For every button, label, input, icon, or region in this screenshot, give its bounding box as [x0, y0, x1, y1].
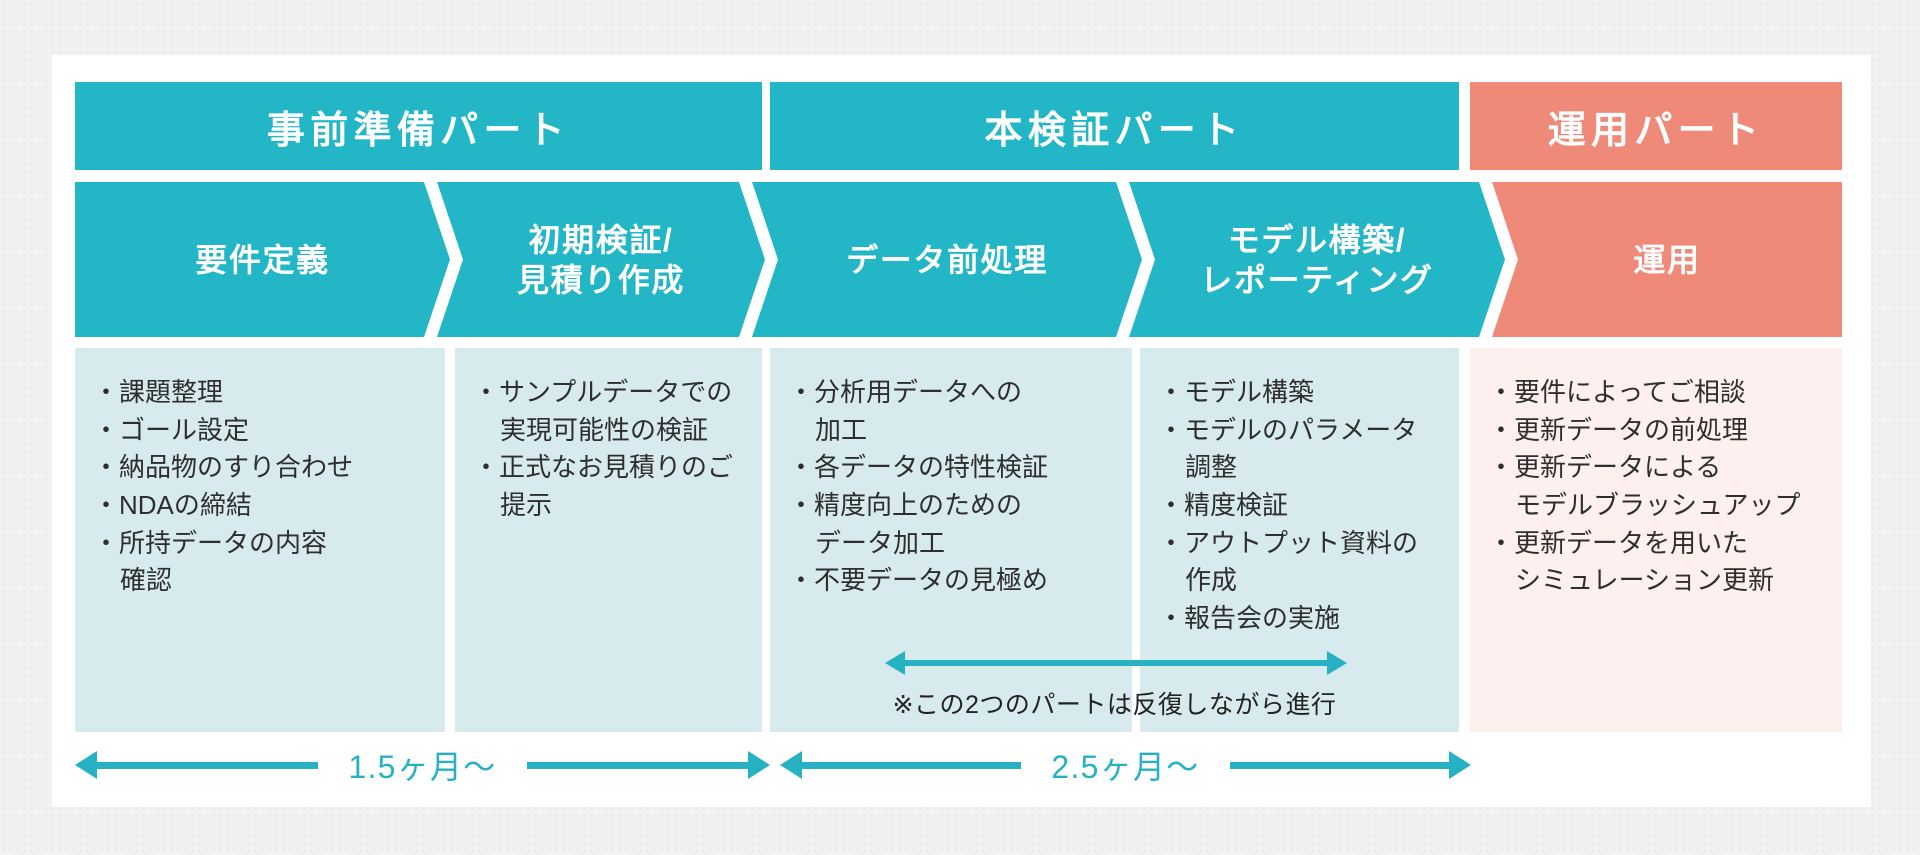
process-diagram-card: 事前準備パート 本検証パート 運用パート 要件定義 初期検証/ 見積り作成 デー… [52, 55, 1871, 807]
timeline-arrow-preparation: 1.5ヶ月〜 [75, 749, 771, 785]
bullet-item: ・モデルのパラメータ 調整 [1158, 414, 1418, 483]
phase-arrow-operation: 運用 [1492, 182, 1842, 337]
phase-label: 運用 [1633, 241, 1701, 278]
arrow-line [97, 761, 319, 769]
bullet-item: ・NDAの締結 [93, 490, 252, 521]
bullet-item: ・更新データを用いた シミュレーション更新 [1488, 527, 1774, 596]
phase-details-initial-check: ・サンプルデータでの 実現可能性の検証・正式なお見積りのご 提示 [455, 348, 762, 732]
phase-arrow-requirements: 要件定義 [75, 182, 450, 337]
bullet-item: ・精度検証 [1158, 490, 1289, 521]
phase-details-operation: ・要件によってご相談・更新データの前処理・更新データによる モデルブラッシュアッ… [1470, 348, 1842, 732]
arrow-left-head-icon [780, 751, 802, 779]
bullet-item: ・分析用データへの 加工 [788, 377, 1023, 445]
arrow-left-head-icon [885, 651, 905, 675]
phase-arrow-model-building: モデル構築/ レポーティング [1129, 182, 1505, 337]
section-header-preparation: 事前準備パート [75, 82, 762, 170]
bullet-item: ・サンプルデータでの 実現可能性の検証 [473, 377, 733, 445]
timeline-arrow-validation: 2.5ヶ月〜 [780, 749, 1472, 785]
arrow-right-head-icon [1327, 651, 1347, 675]
section-title: 本検証パート [984, 109, 1245, 152]
bullet-item: ・報告会の実施 [1158, 603, 1341, 634]
section-title: 運用パート [1547, 109, 1765, 152]
phase-arrow-initial-check: 初期検証/ 見積り作成 [437, 182, 765, 337]
arrow-right-head-icon [1449, 751, 1472, 779]
arrow-line [905, 660, 1327, 666]
iteration-note: ※この2つのパートは反復しながら進行 [892, 691, 1337, 719]
phase-details-model-building: ・モデル構築・モデルのパラメータ 調整・精度検証・アウトプット資料の 作成・報告… [1140, 348, 1459, 732]
arrow-line [1229, 761, 1450, 769]
bullet-item: ・正式なお見積りのご 提示 [473, 452, 734, 521]
phase-arrow-preprocessing: データ前処理 [752, 182, 1142, 337]
section-header-validation: 本検証パート [770, 82, 1459, 170]
bullet-item: ・アウトプット資料の 作成 [1158, 527, 1419, 596]
bullet-item: ・不要データの見極め [788, 565, 1049, 596]
iteration-double-arrow-icon [885, 651, 1347, 675]
bullet-item: ・更新データによる モデルブラッシュアップ [1488, 452, 1801, 521]
arrow-left-head-icon [75, 751, 97, 779]
bullet-item: ・各データの特性検証 [788, 452, 1049, 483]
arrow-right-head-icon [748, 751, 771, 779]
phase-label: 初期検証/ 見積り作成 [516, 221, 685, 298]
bullet-item: ・モデル構築 [1158, 377, 1315, 407]
phase-details-preprocessing: ・分析用データへの 加工・各データの特性検証・精度向上のための データ加工・不要… [770, 348, 1132, 732]
phase-label: データ前処理 [846, 241, 1048, 278]
bullet-item: ・更新データの前処理 [1488, 414, 1749, 445]
arrow-line [802, 761, 1022, 769]
section-title: 事前準備パート [266, 109, 571, 152]
bullet-item: ・所持データの内容 確認 [93, 527, 328, 596]
arrow-line [526, 761, 749, 769]
timeline-duration-label: 2.5ヶ月〜 [1051, 749, 1200, 785]
phase-label: 要件定義 [195, 241, 330, 278]
bullet-item: ・要件によってご相談 [1488, 377, 1746, 407]
bullet-item: ・精度向上のための データ加工 [788, 490, 1023, 558]
bullet-item: ・納品物のすり合わせ [93, 452, 354, 483]
phase-details-requirements: ・課題整理・ゴール設定・納品物のすり合わせ・NDAの締結・所持データの内容 確認 [75, 348, 445, 732]
bullet-item: ・課題整理 [93, 377, 224, 407]
bullet-item: ・ゴール設定 [93, 414, 250, 445]
section-header-operation: 運用パート [1470, 82, 1842, 170]
timeline-duration-label: 1.5ヶ月〜 [348, 749, 497, 785]
phase-label: モデル構築/ レポーティング [1200, 221, 1434, 298]
